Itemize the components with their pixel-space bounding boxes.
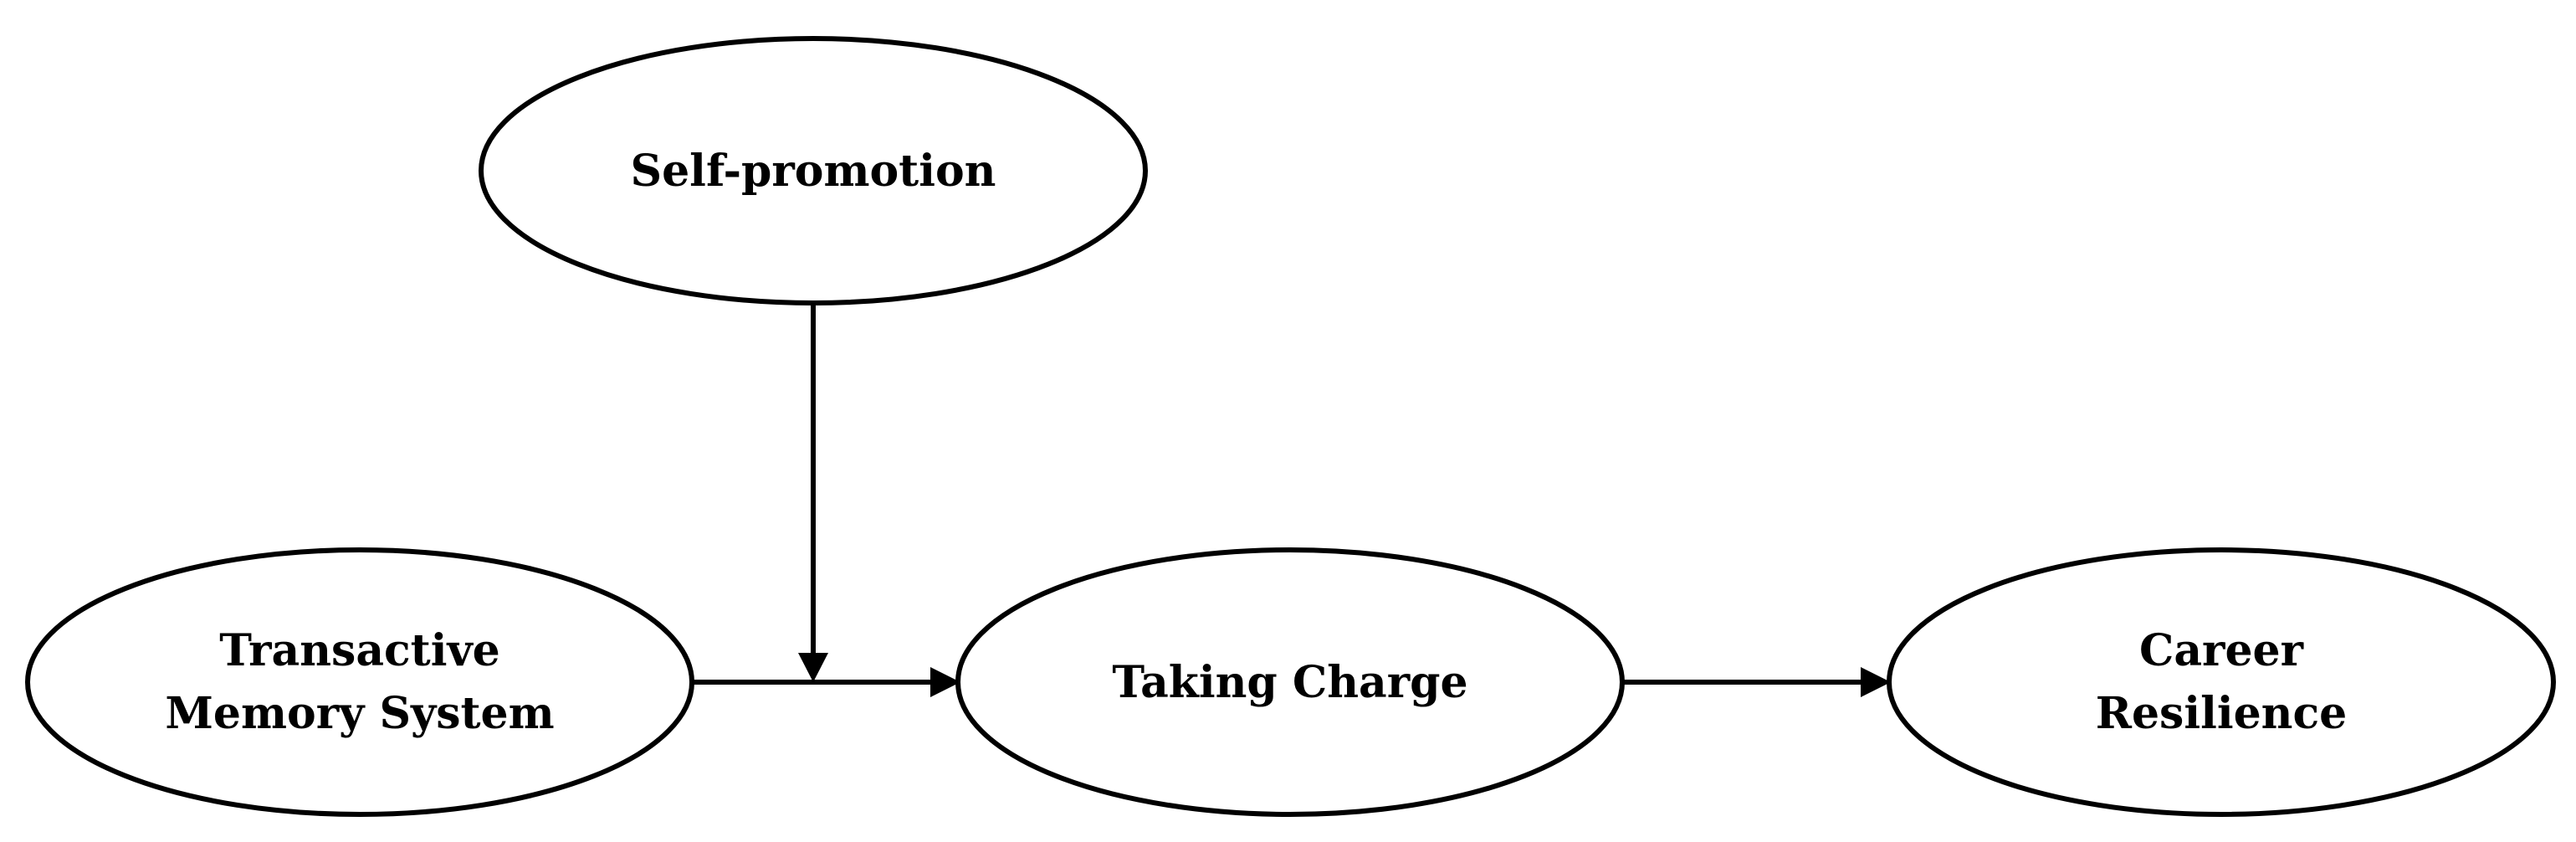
node-transactive-memory-system-label-line2: Memory System xyxy=(165,688,554,739)
arrowhead-moderation xyxy=(798,653,828,682)
node-career-resilience-label-line2: Resilience xyxy=(2096,688,2347,739)
node-transactive-memory-system-ellipse xyxy=(25,547,694,817)
node-self-promotion: Self-promotion xyxy=(479,36,1148,305)
node-taking-charge-label: Taking Charge xyxy=(1112,657,1467,708)
node-taking-charge: Taking Charge xyxy=(955,547,1625,817)
arrowhead-taking-charge xyxy=(930,667,960,697)
node-taking-charge-ellipse xyxy=(955,547,1625,817)
node-career-resilience-label-line1: Career xyxy=(2139,625,2304,676)
node-career-resilience: Career Resilience xyxy=(1887,547,2556,817)
edges xyxy=(693,305,1891,697)
node-self-promotion-ellipse xyxy=(479,36,1148,305)
node-self-promotion-label: Self-promotion xyxy=(631,146,996,197)
node-career-resilience-ellipse xyxy=(1887,547,2556,817)
arrowhead-career-resilience xyxy=(1861,667,1891,697)
node-transactive-memory-system: Transactive Memory System xyxy=(25,547,694,817)
node-transactive-memory-system-label-line1: Transactive xyxy=(219,625,500,676)
